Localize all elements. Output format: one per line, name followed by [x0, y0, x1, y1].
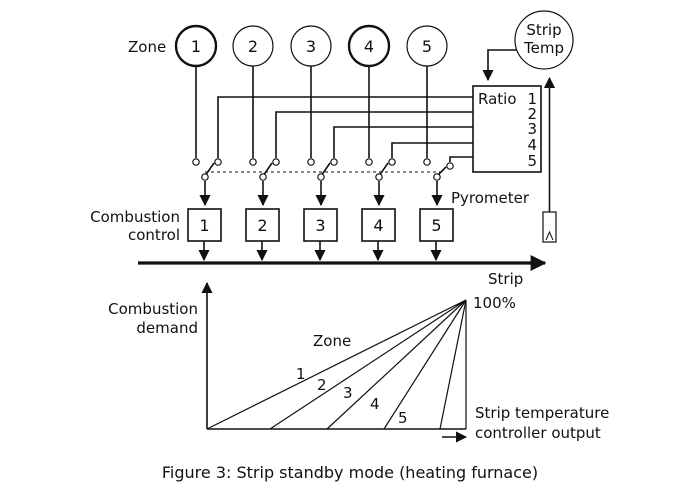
- ratio-line-4: [391, 142, 473, 158]
- switch-3: [307, 158, 338, 181]
- zone-circle-2-label: 2: [248, 37, 258, 56]
- graph-line-4-label: 4: [370, 395, 380, 413]
- pyrometer-sensor-mark: [545, 230, 554, 241]
- zone-circle-3: 3: [290, 25, 332, 67]
- zone-circle-1-label: 1: [191, 37, 201, 56]
- zone-circle-4: 4: [347, 24, 391, 68]
- combustion-control-label-2: control: [128, 226, 180, 244]
- graph-line-1-label: 1: [296, 365, 306, 383]
- zone-circle-2: 2: [232, 25, 274, 67]
- zone-circle-4-label: 4: [364, 37, 374, 56]
- combustion-demand-label-2: demand: [136, 319, 198, 337]
- zone-circle-3-label: 3: [306, 37, 316, 56]
- graph-line-3-label: 3: [343, 384, 353, 402]
- figure-caption: Figure 3: Strip standby mode (heating fu…: [162, 463, 538, 482]
- controller-output-label-1: Strip temperature: [475, 404, 609, 422]
- graph-zone-label: Zone: [313, 332, 351, 350]
- strip-temp-label-2: Temp: [523, 39, 564, 57]
- switch-5: [423, 158, 454, 181]
- controller-output-label-2: controller output: [475, 424, 601, 442]
- graph-line-4: [383, 299, 467, 430]
- combustion-box-4-label: 4: [373, 216, 383, 235]
- graph-line-2: [269, 299, 467, 430]
- pyrometer-label: Pyrometer: [451, 189, 530, 207]
- combustion-box-1: 1: [187, 208, 222, 242]
- combustion-demand-label-1: Combustion: [108, 300, 198, 318]
- pyrometer-sensor: [542, 211, 557, 243]
- combustion-box-3: 3: [303, 208, 338, 242]
- strip-temp-to-ratio-arrow: [482, 49, 517, 82]
- combustion-box-2-label: 2: [257, 216, 267, 235]
- combustion-box-3-label: 3: [315, 216, 325, 235]
- ratio-box: [472, 85, 542, 173]
- graph-line-2-label: 2: [317, 376, 327, 394]
- ratio-line-1: [217, 96, 473, 158]
- combustion-box-5-label: 5: [431, 216, 441, 235]
- switch-4: [365, 158, 396, 181]
- combustion-control-label-1: Combustion: [90, 208, 180, 226]
- combustion-box-5: 5: [419, 208, 454, 242]
- strip-temp-label-1: Strip: [526, 21, 561, 39]
- strip-temp-circle: Strip Temp: [514, 10, 574, 70]
- switch-1: [192, 158, 222, 181]
- zone-circle-5-label: 5: [422, 37, 432, 56]
- ratio-line-5: [449, 156, 473, 162]
- graph-line-1: [206, 299, 467, 430]
- strip-label: Strip: [488, 270, 523, 288]
- switch-2: [249, 158, 280, 181]
- ratio-output-1: 1: [527, 90, 537, 108]
- zone-circle-1: 1: [174, 24, 218, 68]
- ratio-line-2: [275, 111, 473, 158]
- hundred-percent-label: 100%: [473, 294, 516, 312]
- graph-line-5-label: 5: [398, 409, 408, 427]
- ratio-label: Ratio: [478, 90, 517, 108]
- graph-line-3: [326, 299, 467, 430]
- combustion-box-2: 2: [245, 208, 280, 242]
- ratio-output-2: 2: [527, 105, 537, 123]
- combustion-box-4: 4: [361, 208, 396, 242]
- ratio-output-4: 4: [527, 136, 537, 154]
- combustion-box-1-label: 1: [199, 216, 209, 235]
- ratio-output-5: 5: [527, 152, 537, 170]
- ratio-output-3: 3: [527, 120, 537, 138]
- zone-label: Zone: [128, 38, 166, 56]
- graph-line-5: [439, 299, 467, 430]
- zone-circle-5: 5: [406, 25, 448, 67]
